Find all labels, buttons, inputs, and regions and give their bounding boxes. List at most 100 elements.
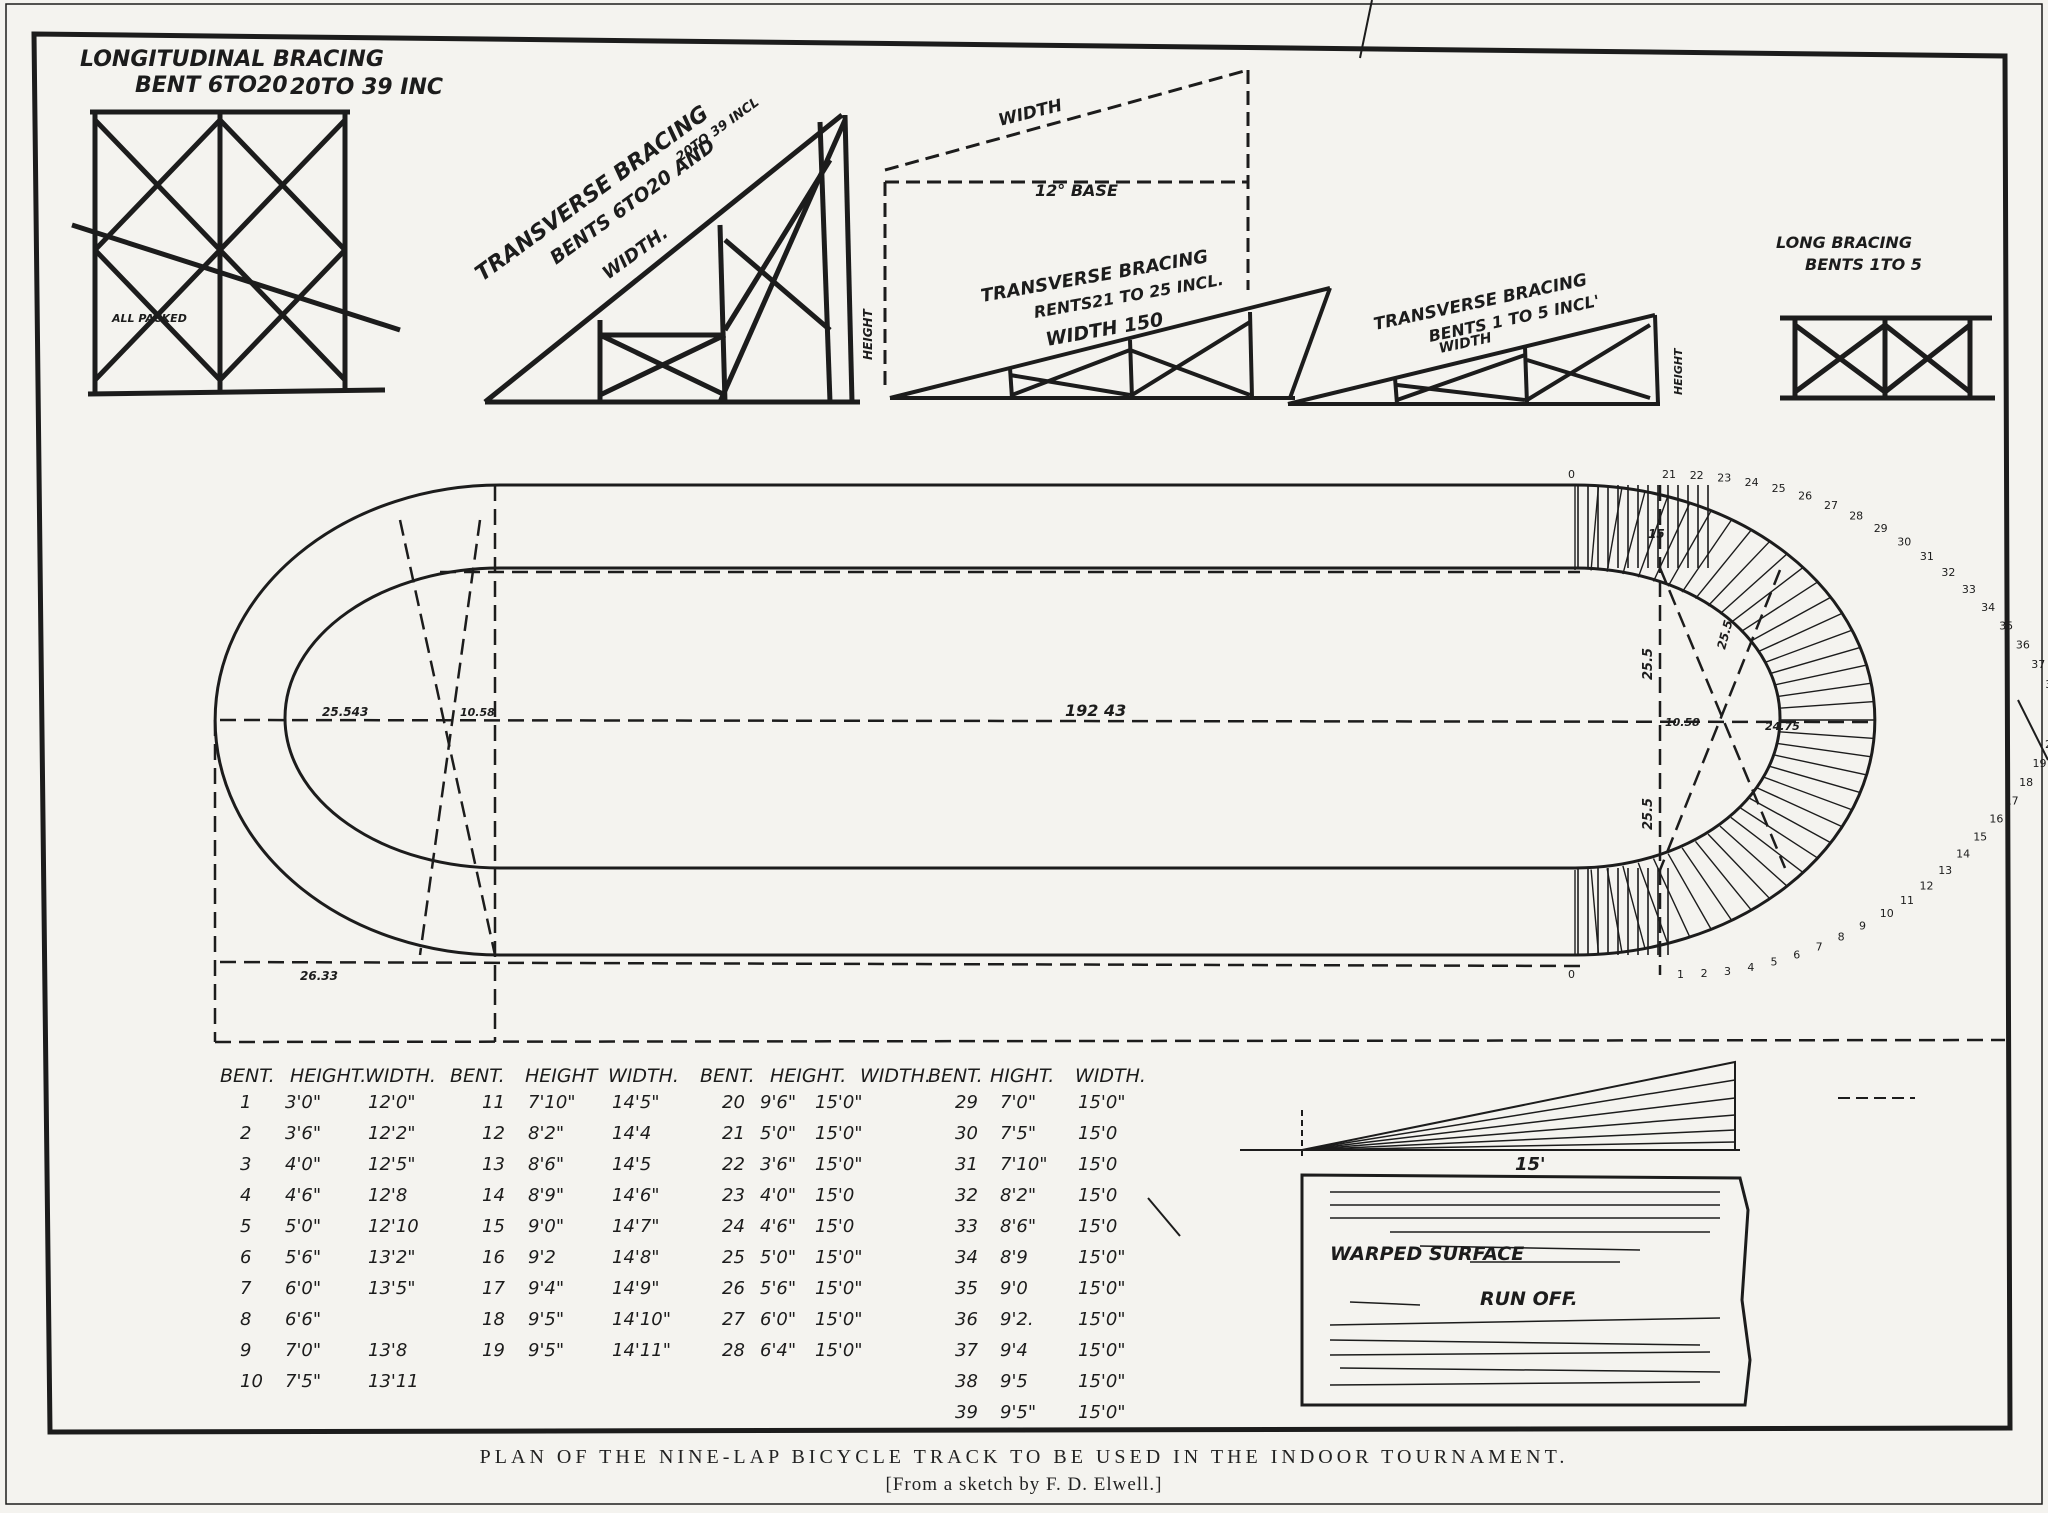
table-cell: 7'5" xyxy=(1000,1123,1036,1144)
table-cell: 15'0 xyxy=(1078,1154,1117,1175)
bent-number-label: 12 xyxy=(1920,879,1934,892)
long-bracing-b-title: LONG BRACING xyxy=(1776,233,1912,252)
track-bent-line xyxy=(1764,629,1853,664)
table-cell: 3'6" xyxy=(760,1154,796,1175)
table-cell: 13'2" xyxy=(368,1247,416,1268)
table-cell: 9'6" xyxy=(760,1092,796,1113)
bent-number-label: 5 xyxy=(1771,956,1778,969)
bent-number-label: 23 xyxy=(1717,472,1731,485)
table-cell: 4'0" xyxy=(285,1154,321,1175)
table-header-cell: HEIGHT xyxy=(525,1065,599,1087)
bent-number-label: 0 xyxy=(1568,468,1575,481)
table-cell: 7'5" xyxy=(285,1371,321,1392)
table-cell: 5'0" xyxy=(760,1247,796,1268)
table-cell: 20 xyxy=(722,1092,745,1113)
plan-radius-right-dim: 25.5 xyxy=(1714,619,1735,651)
bent-number-label: 24 xyxy=(1745,476,1759,489)
table-cell: 25 xyxy=(722,1247,745,1268)
plan-half-lower-dim: 25.5 xyxy=(1641,798,1656,830)
longitudinal-bracing-title: LONGITUDINAL BRACING xyxy=(80,47,384,72)
track-bent-line xyxy=(1777,682,1872,698)
transverse-bracing-c-diagram xyxy=(1287,313,1660,406)
table-header-cell: HEIGHT. xyxy=(770,1065,846,1087)
table-cell: 6'4" xyxy=(760,1340,796,1361)
table-cell: 36 xyxy=(955,1309,978,1330)
plan-length-dim: 192 43 xyxy=(1065,701,1126,720)
table-cell: 15'0 xyxy=(815,1216,854,1237)
plan-track-width-dim: 15 xyxy=(1648,527,1665,541)
track-bent-line xyxy=(1694,840,1752,911)
plan-right-dim: 24.75 xyxy=(1765,720,1800,733)
bent-number-label: 34 xyxy=(1981,601,1995,614)
track-bents-straight-top xyxy=(1577,485,1709,568)
table-cell: 15'0" xyxy=(1078,1092,1126,1113)
table-cell: 15'0" xyxy=(1078,1247,1126,1268)
track-bent-line xyxy=(1774,754,1867,776)
track-bent-line xyxy=(1667,853,1712,930)
table-cell: 34 xyxy=(955,1247,978,1268)
table-cell: 12'8 xyxy=(368,1185,407,1206)
table-cell: 30 xyxy=(955,1123,978,1144)
table-cell: 10 xyxy=(240,1371,263,1392)
longitudinal-bracing-note: ALL PACKED xyxy=(111,312,187,325)
table-cell: 8'9 xyxy=(1000,1247,1028,1268)
table-cell: 6'6" xyxy=(285,1309,321,1330)
table-cell: 7'0" xyxy=(285,1340,321,1361)
track-bent-line xyxy=(1667,510,1712,587)
table-header-cell: WIDTH. xyxy=(608,1065,679,1087)
table-cell: 17 xyxy=(482,1278,505,1299)
table-cell: 14'9" xyxy=(612,1278,660,1299)
table-cell: 4 xyxy=(240,1185,251,1206)
bent-number-label: 28 xyxy=(1849,510,1863,523)
figure-caption: PLAN OF THE NINE-LAP BICYCLE TRACK TO BE… xyxy=(479,1446,1569,1468)
bent-number-label: 35 xyxy=(1999,619,2013,632)
table-header-cell: WIDTH. xyxy=(1075,1065,1146,1087)
bent-number-label: 30 xyxy=(1897,535,1911,548)
table-cell: 9'2 xyxy=(528,1247,556,1268)
table-cell: 15'0" xyxy=(815,1340,863,1361)
table-cell: 12'5" xyxy=(368,1154,416,1175)
bent-number-label: 19 xyxy=(2033,757,2047,770)
table-cell: 6 xyxy=(240,1247,251,1268)
long-bracing-b-diagram xyxy=(1780,315,1995,401)
table-cell: 19 xyxy=(482,1340,505,1361)
track-bent-line xyxy=(1749,797,1832,844)
track-bent-line xyxy=(1774,664,1867,686)
track-bent-line xyxy=(1740,807,1819,859)
table-cell: 18 xyxy=(482,1309,505,1330)
bent-number-label: 0 xyxy=(1568,968,1575,981)
drawing-border xyxy=(5,0,2048,1505)
table-cell: 15'0" xyxy=(815,1309,863,1330)
table-cell: 15'0" xyxy=(1078,1402,1126,1423)
table-cell: 15'0" xyxy=(1078,1340,1126,1361)
table-cell: 14 xyxy=(482,1185,505,1206)
table-cell: 15'0 xyxy=(1078,1123,1117,1144)
table-cell: 2 xyxy=(240,1123,251,1144)
table-cell: 6'0" xyxy=(285,1278,321,1299)
track-bent-line xyxy=(1769,765,1861,794)
warped-surface-title: WARPED SURFACE xyxy=(1330,1243,1524,1265)
table-cell: 7 xyxy=(240,1278,252,1299)
table-cell: 9'2. xyxy=(1000,1309,1034,1330)
track-inner-edge xyxy=(283,566,1575,870)
table-cell: 6'0" xyxy=(760,1309,796,1330)
table-cell: 8'2" xyxy=(528,1123,564,1144)
table-cell: 28 xyxy=(722,1340,745,1361)
table-cell: 15'0" xyxy=(1078,1309,1126,1330)
transverse-bracing-c-height: HEIGHT xyxy=(1672,347,1685,395)
table-cell: 9'0" xyxy=(528,1216,564,1237)
bent-number-label: 6 xyxy=(1793,949,1800,962)
table-cell: 7'10" xyxy=(1000,1154,1048,1175)
long-bracing-b-bents: BENTS 1TO 5 xyxy=(1805,255,1922,274)
wedge-base-label: 12° BASE xyxy=(1035,181,1118,200)
table-cell: 26 xyxy=(722,1278,745,1299)
bent-number-label: 17 xyxy=(2005,795,2019,808)
warped-surface-diagram xyxy=(1147,1060,1915,1407)
plan-mid-right-dim: 10.58 xyxy=(1665,716,1700,729)
table-cell: 8 xyxy=(240,1309,251,1330)
table-cell: 14'4 xyxy=(612,1123,651,1144)
track-bent-line xyxy=(1779,731,1875,740)
bent-number-label: 37 xyxy=(2031,658,2045,671)
